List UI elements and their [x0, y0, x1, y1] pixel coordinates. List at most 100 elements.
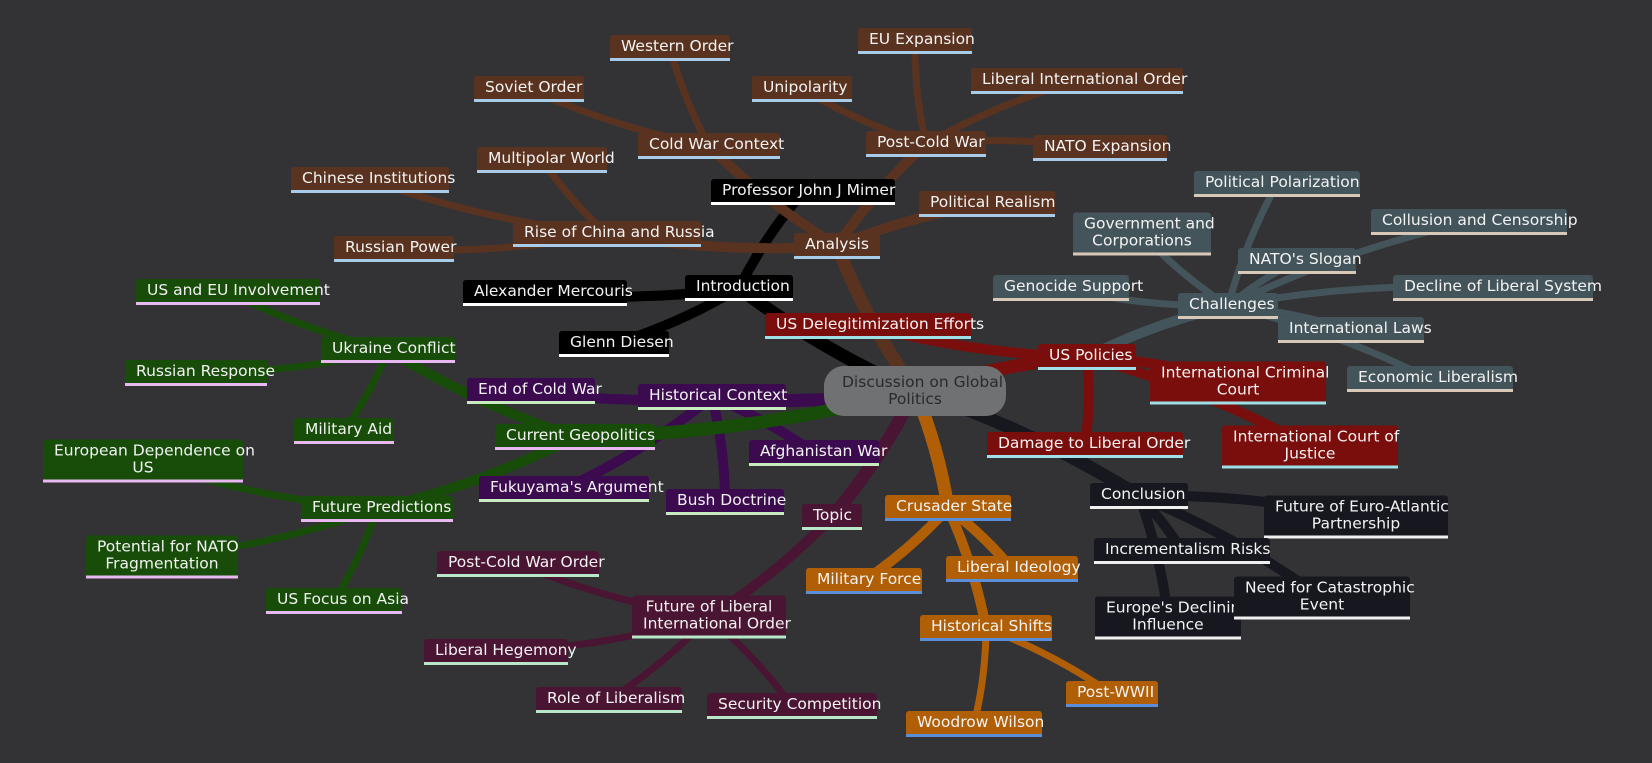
node-rise-of-china-and-russia[interactable]: Rise of China and Russia — [513, 221, 715, 247]
node-natos-slogan[interactable]: NATO's Slogan — [1238, 248, 1362, 274]
node-us-delegitimization-efforts[interactable]: US Delegitimization Efforts — [765, 313, 984, 339]
node-post-wwii[interactable]: Post-WWII — [1066, 681, 1158, 707]
node-security-competition[interactable]: Security Competition — [707, 693, 881, 719]
node-multipolar-world[interactable]: Multipolar World — [477, 147, 615, 173]
node-label: International Laws — [1289, 319, 1432, 337]
node-fukuyamas-argument[interactable]: Fukuyama's Argument — [479, 476, 664, 502]
node-label-line: Potential for NATO — [97, 537, 239, 556]
node-chinese-institutions[interactable]: Chinese Institutions — [291, 167, 455, 193]
node-future-predictions[interactable]: Future Predictions — [301, 496, 453, 522]
node-label: Analysis — [805, 235, 869, 253]
node-label: Rise of China and Russia — [524, 223, 715, 241]
node-label: Liberal Hegemony — [435, 641, 577, 659]
node-label: Bush Doctrine — [677, 491, 787, 509]
node-label: Fukuyama's Argument — [490, 478, 664, 496]
node-label: Military Force — [817, 570, 922, 588]
node-label: Security Competition — [718, 695, 882, 713]
node-label-line: Fragmentation — [105, 554, 219, 573]
node-bush-doctrine[interactable]: Bush Doctrine — [666, 489, 787, 515]
node-label: Western Order — [621, 37, 734, 55]
node-label: Afghanistan War — [760, 442, 888, 460]
node-unipolarity[interactable]: Unipolarity — [752, 76, 852, 102]
node-end-of-cold-war[interactable]: End of Cold War — [467, 378, 602, 404]
node-woodrow-wilson[interactable]: Woodrow Wilson — [906, 711, 1044, 737]
node-russian-power[interactable]: Russian Power — [334, 236, 456, 262]
node-post-cold-war[interactable]: Post-Cold War — [866, 131, 986, 157]
node-eu-expansion[interactable]: EU Expansion — [858, 28, 975, 54]
node-liberal-ideology[interactable]: Liberal Ideology — [946, 556, 1081, 582]
node-post-cold-war-order[interactable]: Post-Cold War Order — [437, 551, 605, 577]
node-us-policies[interactable]: US Policies — [1038, 344, 1136, 370]
node-analysis[interactable]: Analysis — [794, 233, 880, 259]
node-liberal-hegemony[interactable]: Liberal Hegemony — [424, 639, 577, 665]
node-label: Russian Response — [136, 362, 276, 380]
node-cold-war-context[interactable]: Cold War Context — [638, 133, 784, 159]
node-professor-john-j-mimer[interactable]: Professor John J Mimer — [711, 179, 895, 205]
edge-western-order — [666, 44, 713, 150]
node-economic-liberalism[interactable]: Economic Liberalism — [1347, 366, 1518, 392]
node-label: Crusader State — [896, 497, 1013, 515]
node-label-line: Europe's Declining — [1106, 598, 1251, 617]
node-label: Genocide Support — [1004, 277, 1144, 295]
node-afghanistan-war[interactable]: Afghanistan War — [749, 440, 887, 466]
node-label-line: International Court of — [1233, 427, 1400, 446]
node-historical-context[interactable]: Historical Context — [638, 384, 788, 410]
node-label: Historical Context — [649, 386, 788, 404]
node-topic[interactable]: Topic — [802, 504, 862, 530]
node-label: Political Realism — [930, 193, 1056, 211]
node-label-line: Justice — [1284, 444, 1336, 463]
node-collusion-and-censorship[interactable]: Collusion and Censorship — [1371, 209, 1578, 235]
node-political-polarization[interactable]: Political Polarization — [1194, 171, 1360, 197]
node-liberal-international-order[interactable]: Liberal International Order — [971, 68, 1187, 94]
node-nato-expansion[interactable]: NATO Expansion — [1033, 135, 1171, 161]
node-challenges[interactable]: Challenges — [1178, 293, 1278, 319]
node-label: End of Cold War — [478, 380, 602, 398]
node-us-and-eu-involvement[interactable]: US and EU Involvement — [136, 279, 330, 305]
node-political-realism[interactable]: Political Realism — [919, 191, 1055, 217]
node-label-line: Corporations — [1092, 231, 1192, 250]
node-us-focus-on-asia[interactable]: US Focus on Asia — [266, 588, 409, 614]
node-conclusion[interactable]: Conclusion — [1090, 483, 1188, 509]
node-label: NATO's Slogan — [1249, 250, 1362, 268]
node-label: Economic Liberalism — [1358, 368, 1518, 386]
node-soviet-order[interactable]: Soviet Order — [474, 76, 584, 102]
node-label: Ukraine Conflict — [332, 339, 456, 357]
node-role-of-liberalism[interactable]: Role of Liberalism — [536, 687, 685, 713]
node-historical-shifts[interactable]: Historical Shifts — [920, 615, 1052, 641]
node-crusader-state[interactable]: Crusader State — [885, 495, 1013, 521]
node-label-line: Event — [1299, 595, 1345, 614]
node-russian-response[interactable]: Russian Response — [125, 360, 275, 386]
node-label-line: European Dependence on — [54, 441, 255, 460]
node-label: Damage to Liberal Order — [998, 434, 1191, 452]
node-introduction[interactable]: Introduction — [685, 275, 793, 301]
node-label-line: Future of Liberal — [645, 597, 773, 616]
node-label: Topic — [813, 506, 852, 524]
node-label: Cold War Context — [649, 135, 785, 153]
node-western-order[interactable]: Western Order — [610, 35, 734, 61]
node-decline-of-liberal-system[interactable]: Decline of Liberal System — [1393, 275, 1602, 301]
node-military-force[interactable]: Military Force — [806, 568, 922, 594]
node-label: US and EU Involvement — [147, 281, 330, 299]
node-glenn-diesen[interactable]: Glenn Diesen — [559, 331, 674, 357]
node-damage-to-liberal-order[interactable]: Damage to Liberal Order — [987, 432, 1190, 458]
node-current-geopolitics[interactable]: Current Geopolitics — [495, 424, 655, 450]
node-label: Soviet Order — [485, 78, 583, 96]
node-alexander-mercouris[interactable]: Alexander Mercouris — [463, 280, 633, 306]
node-ukraine-conflict[interactable]: Ukraine Conflict — [321, 337, 456, 363]
node-military-aid[interactable]: Military Aid — [294, 418, 394, 444]
node-incrementalism-risks[interactable]: Incrementalism Risks — [1094, 538, 1270, 564]
node-label: Incrementalism Risks — [1105, 540, 1271, 558]
node-genocide-support[interactable]: Genocide Support — [993, 275, 1143, 301]
node-international-laws[interactable]: International Laws — [1278, 317, 1432, 343]
